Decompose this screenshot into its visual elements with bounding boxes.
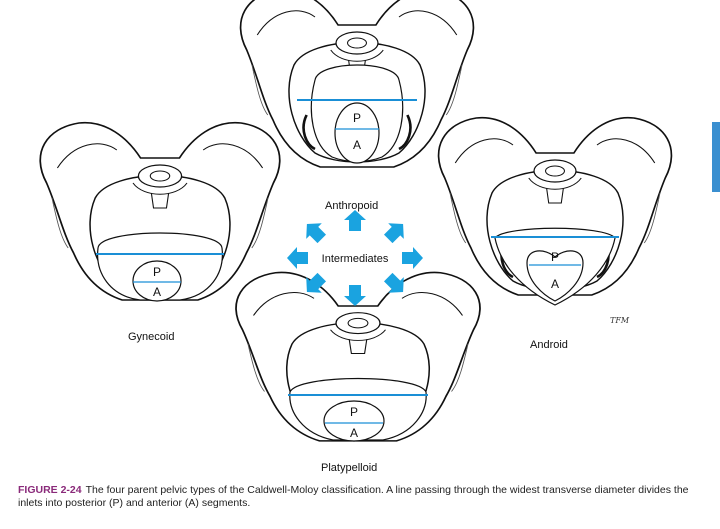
arrow-icon bbox=[299, 216, 330, 247]
label-android: Android bbox=[530, 339, 568, 351]
posterior-label: P bbox=[350, 405, 358, 419]
intermediates-group: Intermediates bbox=[287, 210, 423, 306]
pelvic-types-diagram: P A P A P A TFM P A Intermediates bbox=[38, 0, 673, 443]
artist-signature: TFM bbox=[610, 316, 630, 325]
label-gynecoid: Gynecoid bbox=[128, 331, 175, 343]
pelvis-gynecoid: P A bbox=[38, 121, 282, 302]
anterior-label: A bbox=[551, 277, 559, 291]
pelvis-platypelloid: P A bbox=[234, 271, 482, 443]
anterior-label: A bbox=[353, 138, 361, 152]
anterior-label: A bbox=[153, 285, 161, 299]
label-platypelloid: Platypelloid bbox=[321, 462, 378, 474]
posterior-label: P bbox=[551, 250, 559, 264]
pelvis-anthropoid: P A bbox=[239, 0, 475, 169]
edge-tab bbox=[712, 122, 720, 192]
pelvis-android: P A TFM bbox=[437, 116, 673, 325]
arrow-icon bbox=[380, 216, 411, 247]
arrow-icon bbox=[344, 210, 366, 231]
arrow-icon bbox=[344, 285, 366, 306]
arrow-icon bbox=[402, 247, 423, 269]
figure-number: FIGURE 2-24 bbox=[18, 484, 82, 496]
intermediates-label: Intermediates bbox=[322, 253, 389, 265]
label-anthropoid: Anthropoid bbox=[325, 200, 379, 212]
arrow-icon bbox=[287, 247, 308, 269]
posterior-label: P bbox=[353, 111, 361, 125]
posterior-label: P bbox=[153, 265, 161, 279]
anterior-label: A bbox=[350, 426, 358, 440]
figure-caption-text: The four parent pelvic types of the Cald… bbox=[18, 484, 689, 509]
